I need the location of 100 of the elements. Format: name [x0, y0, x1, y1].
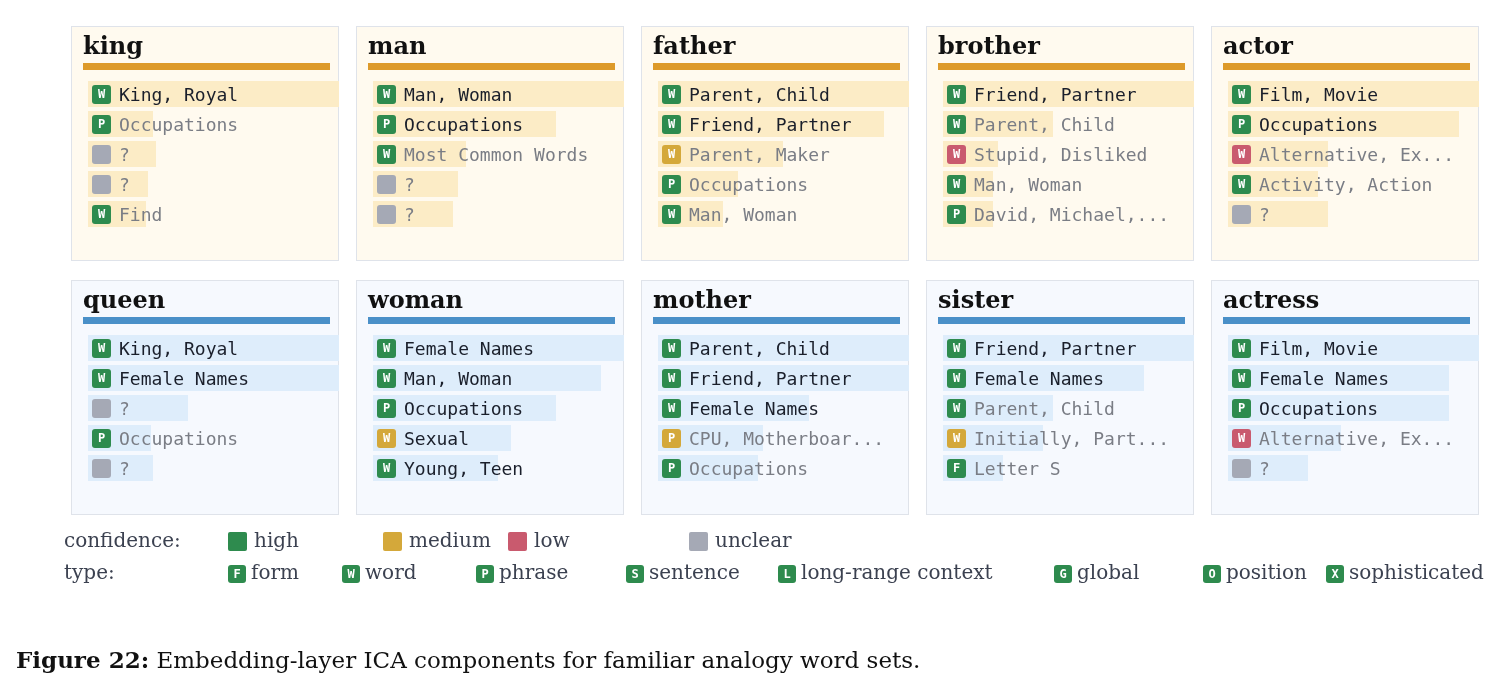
- type-badge: P: [92, 428, 111, 448]
- type-badge: W: [92, 338, 111, 358]
- component-label: Occupations: [119, 113, 239, 135]
- type-badge: W: [92, 368, 111, 388]
- component-label: ?: [404, 203, 415, 225]
- type-badge: P: [377, 114, 396, 134]
- type-badge: W: [947, 114, 966, 134]
- score-row: [88, 81, 339, 107]
- card-title: mother: [653, 285, 900, 324]
- type-name: form: [251, 560, 299, 584]
- component-label: Female Names: [1259, 367, 1390, 389]
- card-title: woman: [368, 285, 615, 324]
- type-name: long-range context: [801, 560, 993, 584]
- card-title: queen: [83, 285, 330, 324]
- type-badge: W: [377, 84, 396, 104]
- component-card: [356, 280, 624, 515]
- component-label: Man, Woman: [974, 173, 1083, 195]
- type-badge: W: [377, 368, 396, 388]
- type-name: sophisticated: [1349, 560, 1484, 584]
- component-label: Female Names: [404, 337, 535, 359]
- type-badge: W: [947, 398, 966, 418]
- component-label: Occupations: [1259, 113, 1379, 135]
- score-row: [373, 81, 624, 107]
- component-card: [641, 280, 909, 515]
- type-badge: W: [947, 174, 966, 194]
- type-badge: W: [662, 114, 681, 134]
- type-name: position: [1226, 560, 1307, 584]
- component-card: [1211, 280, 1479, 515]
- component-label: Most Common Words: [404, 143, 589, 165]
- component-label: King, Royal: [119, 337, 239, 359]
- type-badge: W: [1232, 84, 1251, 104]
- type-badge: P: [476, 565, 494, 583]
- type-badge: P: [662, 428, 681, 448]
- type-badge: W: [662, 338, 681, 358]
- type-name: word: [365, 560, 417, 584]
- component-label: CPU, Motherboar...: [689, 427, 885, 449]
- component-label: Find: [119, 203, 163, 225]
- type-badge: W: [342, 565, 360, 583]
- component-label: Female Names: [119, 367, 250, 389]
- type-badge: W: [662, 144, 681, 164]
- component-label: Friend, Partner: [974, 83, 1137, 105]
- component-label: Man, Woman: [689, 203, 798, 225]
- component-card: [926, 26, 1194, 261]
- type-badge: W: [1232, 428, 1251, 448]
- component-label: Female Names: [974, 367, 1105, 389]
- score-row: [88, 365, 339, 391]
- type-badge: W: [1232, 144, 1251, 164]
- legend-label: high: [254, 528, 299, 552]
- component-label: Parent, Child: [689, 337, 830, 359]
- type-name: global: [1077, 560, 1140, 584]
- component-label: ?: [119, 457, 130, 479]
- score-row: [658, 335, 909, 361]
- type-badge: P: [1232, 114, 1251, 134]
- component-label: Parent, Child: [974, 113, 1115, 135]
- component-card: [641, 26, 909, 261]
- type-badge: P: [92, 114, 111, 134]
- type-badge: P: [1232, 398, 1251, 418]
- component-card: [356, 26, 624, 261]
- card-title: brother: [938, 31, 1185, 70]
- component-label: ?: [119, 143, 130, 165]
- component-label: Occupations: [404, 397, 524, 419]
- component-label: Female Names: [689, 397, 820, 419]
- component-label: King, Royal: [119, 83, 239, 105]
- component-card: [71, 26, 339, 261]
- type-badge: W: [662, 204, 681, 224]
- card-title: actress: [1223, 285, 1470, 324]
- legend-heading: type:: [64, 560, 115, 584]
- component-card: [926, 280, 1194, 515]
- type-badge: P: [662, 174, 681, 194]
- component-label: Occupations: [119, 427, 239, 449]
- type-badge: W: [377, 144, 396, 164]
- legend-label: medium: [409, 528, 491, 552]
- type-badge: P: [947, 204, 966, 224]
- type-badge: W: [1232, 338, 1251, 358]
- type-badge: F: [947, 458, 966, 478]
- component-label: Friend, Partner: [689, 113, 852, 135]
- component-label: Man, Woman: [404, 367, 513, 389]
- component-label: ?: [1259, 203, 1270, 225]
- card-title: father: [653, 31, 900, 70]
- type-badge: S: [626, 565, 644, 583]
- component-label: Young, Teen: [404, 457, 524, 479]
- component-label: Alternative, Ex...: [1259, 143, 1455, 165]
- type-badge: W: [92, 204, 111, 224]
- type-badge: F: [228, 565, 246, 583]
- type-badge: W: [1232, 174, 1251, 194]
- type-badge: W: [947, 338, 966, 358]
- component-label: Friend, Partner: [689, 367, 852, 389]
- component-card: [71, 280, 339, 515]
- component-label: ?: [404, 173, 415, 195]
- score-row: [1228, 81, 1479, 107]
- type-badge: G: [1054, 565, 1072, 583]
- component-label: Letter S: [974, 457, 1061, 479]
- figure-caption: Figure 22: Embedding-layer ICA components for familiar analogy word sets.: [16, 648, 921, 672]
- component-label: Parent, Child: [974, 397, 1115, 419]
- type-badge: L: [778, 565, 796, 583]
- component-label: David, Michael,...: [974, 203, 1170, 225]
- type-badge: W: [662, 84, 681, 104]
- score-row: [943, 335, 1194, 361]
- type-name: sentence: [649, 560, 740, 584]
- component-label: ?: [1259, 457, 1270, 479]
